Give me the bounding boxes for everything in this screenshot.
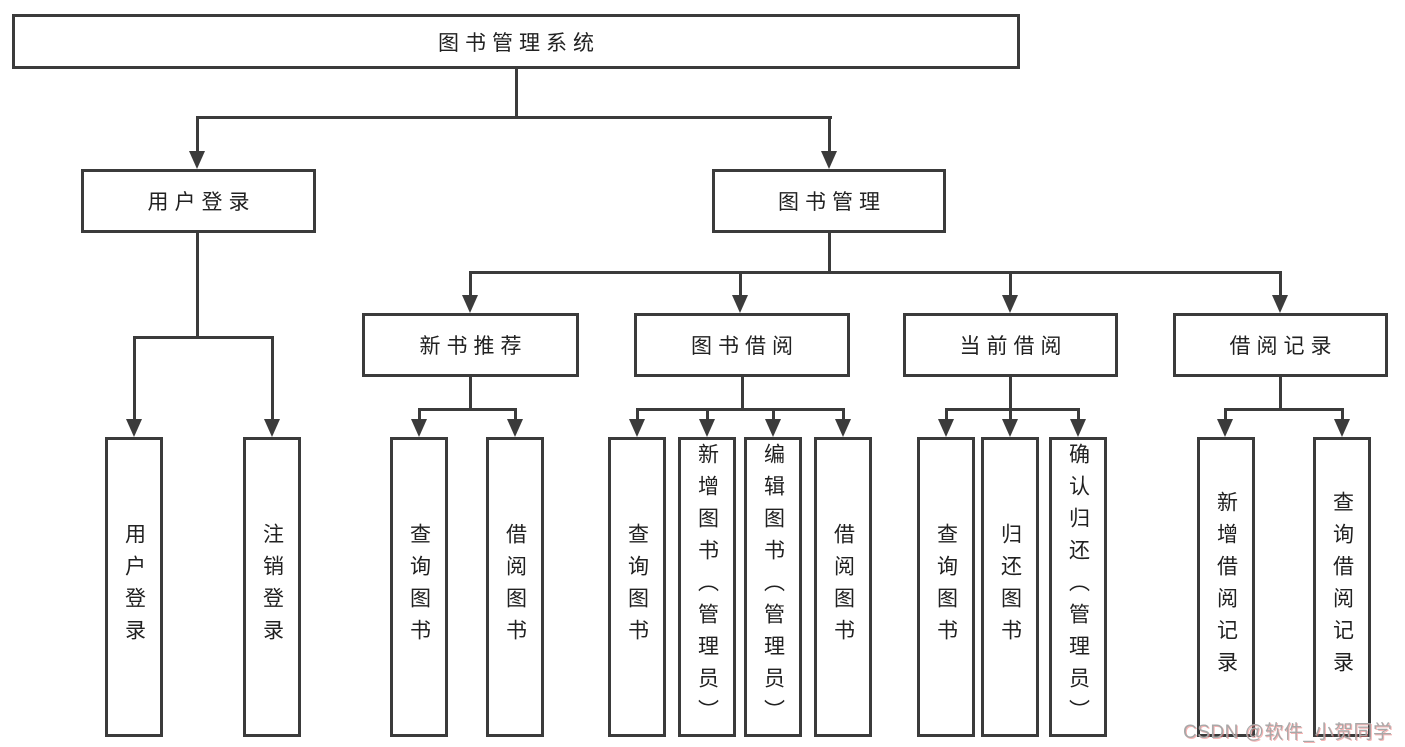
leaf-label: 查询图书 (934, 523, 958, 651)
connector-drop-user-login (196, 116, 199, 154)
connector-stem (469, 377, 472, 410)
connector-book-mgmt-crossbar (469, 271, 1282, 274)
arrowhead-icon (507, 419, 523, 437)
leaf-confirm-return-admin: 确认归还（管理员） (1049, 437, 1107, 737)
connector-drop-new-book (469, 271, 472, 299)
arrowhead-icon (835, 419, 851, 437)
connector-drop-leaf (772, 408, 775, 422)
node-label: 图书管理系统 (438, 31, 600, 55)
connector-stem (1009, 377, 1012, 410)
node-label: 图书管理 (778, 191, 886, 214)
arrowhead-icon (1002, 295, 1018, 313)
leaf-label: 新增图书（管理员） (695, 443, 719, 731)
connector-book-mgmt-stem (828, 233, 831, 273)
arrowhead-icon (732, 295, 748, 313)
leaf-borrow-books: 借阅图书 (814, 437, 872, 737)
arrowhead-icon (699, 419, 715, 437)
node-current-borrow: 当前借阅 (903, 313, 1118, 377)
connector-drop-current-borrow (1009, 271, 1012, 299)
arrowhead-icon (629, 419, 645, 437)
connector-drop-leaf (636, 408, 639, 422)
connector-drop-leaf (133, 336, 136, 421)
connector-drop-leaf (1224, 408, 1227, 422)
leaf-add-book-admin: 新增图书（管理员） (678, 437, 736, 737)
connector-stem (741, 377, 744, 410)
arrowhead-icon (1070, 419, 1086, 437)
arrowhead-icon (264, 419, 280, 437)
connector-drop-leaf (1341, 408, 1344, 422)
leaf-label: 确认归还（管理员） (1066, 443, 1090, 731)
node-user-login: 用户登录 (81, 169, 316, 233)
arrowhead-icon (821, 151, 837, 169)
connector-drop-book-borrow (739, 271, 742, 299)
leaf-label: 编辑图书（管理员） (761, 443, 785, 731)
leaf-borrow-books: 借阅图书 (486, 437, 544, 737)
arrowhead-icon (1002, 419, 1018, 437)
node-label: 新书推荐 (419, 335, 528, 358)
arrowhead-icon (1334, 419, 1350, 437)
node-new-book-recommend: 新书推荐 (362, 313, 579, 377)
connector-user-login-stem (196, 233, 199, 337)
connector-drop-leaf (1009, 408, 1012, 422)
connector-crossbar (1224, 408, 1343, 411)
connector-crossbar (418, 408, 517, 411)
connector-drop-leaf (271, 336, 274, 421)
node-library-management-system: 图书管理系统 (12, 14, 1020, 69)
node-book-borrow: 图书借阅 (634, 313, 850, 377)
connector-drop-leaf (514, 408, 517, 422)
leaf-label: 查询图书 (407, 523, 431, 651)
leaf-label: 新增借阅记录 (1214, 491, 1238, 683)
leaf-edit-book-admin: 编辑图书（管理员） (744, 437, 802, 737)
arrowhead-icon (765, 419, 781, 437)
connector-stem (1279, 377, 1282, 410)
connector-drop-leaf (842, 408, 845, 422)
connector-drop-leaf (418, 408, 421, 422)
leaf-label: 归还图书 (998, 523, 1022, 651)
connector-drop-leaf (1077, 408, 1080, 422)
connector-drop-book-management (828, 116, 831, 154)
arrowhead-icon (1272, 295, 1288, 313)
leaf-query-books: 查询图书 (917, 437, 975, 737)
node-label: 当前借阅 (959, 335, 1068, 358)
leaf-logout: 注销登录 (243, 437, 301, 737)
csdn-watermark: CSDN @软件_小贺同学 (1183, 722, 1393, 743)
leaf-query-books: 查询图书 (608, 437, 666, 737)
leaf-label: 注销登录 (260, 523, 284, 651)
leaf-user-login: 用户登录 (105, 437, 163, 737)
node-label: 图书借阅 (691, 335, 799, 358)
leaf-add-borrow-record: 新增借阅记录 (1197, 437, 1255, 737)
leaf-query-borrow-record: 查询借阅记录 (1313, 437, 1371, 737)
leaf-label: 查询图书 (625, 523, 649, 651)
leaf-label: 借阅图书 (503, 523, 527, 651)
connector-drop-leaf (706, 408, 709, 422)
leaf-return-books: 归还图书 (981, 437, 1039, 737)
connector-root-crossbar (196, 116, 832, 119)
leaf-label: 借阅图书 (831, 523, 855, 651)
node-book-management: 图书管理 (712, 169, 946, 233)
connector-crossbar (945, 408, 1079, 411)
leaf-label: 查询借阅记录 (1330, 491, 1354, 683)
leaf-label: 用户登录 (122, 523, 146, 651)
node-label: 借阅记录 (1229, 335, 1338, 358)
arrowhead-icon (189, 151, 205, 169)
arrowhead-icon (462, 295, 478, 313)
leaf-query-books: 查询图书 (390, 437, 448, 737)
connector-root-stem (515, 69, 518, 117)
connector-user-login-crossbar (133, 336, 274, 339)
connector-crossbar (636, 408, 844, 411)
node-label: 用户登录 (147, 191, 256, 214)
connector-drop-borrow-records (1279, 271, 1282, 299)
arrowhead-icon (1217, 419, 1233, 437)
arrowhead-icon (411, 419, 427, 437)
connector-drop-leaf (945, 408, 948, 422)
node-borrow-records: 借阅记录 (1173, 313, 1388, 377)
arrowhead-icon (126, 419, 142, 437)
arrowhead-icon (938, 419, 954, 437)
